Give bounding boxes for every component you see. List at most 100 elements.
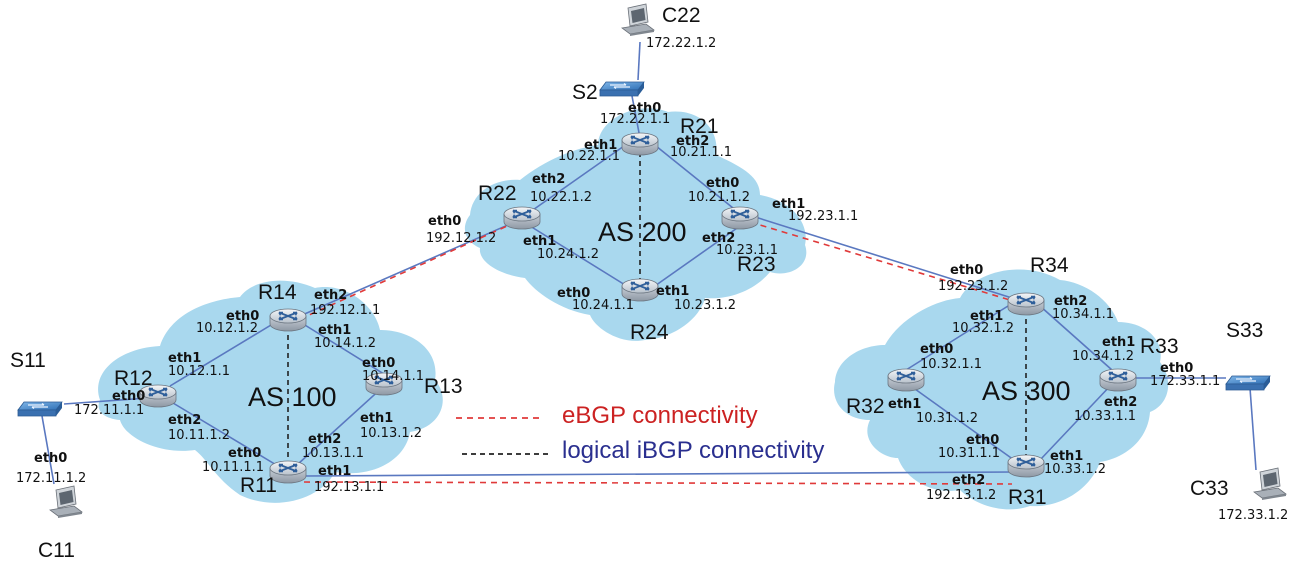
host-c11-label: C11 [38,539,75,562]
link-r22-r24 [529,225,631,289]
link-r34-r32 [905,305,1009,371]
router-r32-icon[interactable] [887,368,925,392]
host-c33-icon[interactable] [1253,467,1287,501]
router-r21-label: R21 [680,115,719,138]
host-c33-ip: 172.33.1.2 [1218,508,1289,523]
r23-eth2-ip: 10.23.1.1 [716,243,779,258]
switch-s2-icon[interactable] [599,81,645,97]
link-r21-r22 [529,145,625,213]
r32-eth0-if: eth0 [920,342,954,357]
r11-eth1-ip: 192.13.1.1 [314,480,385,495]
r21-eth1-ip: 10.22.1.1 [558,149,621,164]
r11-eth2-ip: 10.13.1.1 [302,446,365,461]
host-c22-icon[interactable] [621,3,655,37]
router-r34-icon[interactable] [1007,292,1045,316]
router-r34-label: R34 [1030,254,1069,277]
host-c22-ip: 172.22.1.2 [646,36,717,51]
r21-eth2-ip: 10.21.1.1 [670,145,733,160]
router-r33-icon[interactable] [1099,368,1137,392]
router-r21-icon[interactable] [621,132,659,156]
r14-eth2-if: eth2 [314,288,348,303]
legend-ebgp-label: eBGP connectivity [562,402,758,429]
router-r14-icon[interactable] [269,308,307,332]
r33-eth2-ip: 10.33.1.1 [1074,409,1137,424]
r13-eth0-ip: 10.14.1.1 [362,369,425,384]
router-r14-label: R14 [258,281,297,304]
link-s11-c11 [41,415,55,485]
r32-eth0-ip: 10.32.1.1 [920,357,983,372]
r22-eth0-if: eth0 [428,214,462,229]
r11-eth0-ip: 10.11.1.1 [202,460,265,475]
r31-eth2-if: eth2 [952,473,986,488]
r33-eth0-ip: 172.33.1.1 [1150,374,1221,389]
r24-eth1-if: eth1 [656,284,690,299]
link-s11-r12 [63,397,149,405]
r24-eth0-ip: 10.24.1.1 [572,298,635,313]
r14-eth0-if: eth0 [226,309,260,324]
router-r32-label: R32 [846,395,885,418]
host-c11-ip: 172.11.1.2 [16,471,87,486]
link-r21-r23 [655,145,739,213]
r14-eth1-if: eth1 [318,323,352,338]
r12-eth1-if: eth1 [168,351,202,366]
r31-eth0-if: eth0 [966,433,1000,448]
r33-eth0-if: eth0 [1160,361,1194,376]
r24-eth1-ip: 10.23.1.2 [674,298,737,313]
ebgp-r22-r14 [297,221,517,321]
link-r34-r33 [1039,305,1113,371]
router-r13-label: R13 [424,375,463,398]
as200-label: AS 200 [598,217,687,247]
r13-eth1-if: eth1 [360,411,394,426]
link-r32-r31 [907,383,1015,461]
router-r22-icon[interactable] [503,206,541,230]
r21-eth0-if: eth0 [628,101,662,116]
link-r23-r24 [651,225,741,289]
r23-eth2-if: eth2 [702,231,736,246]
as300-cloud [834,269,1169,510]
host-c11-icon[interactable] [49,485,83,519]
link-r11-r31 [305,471,1015,477]
router-r12-label: R12 [114,367,153,390]
as100-cloud [98,280,443,503]
switch-s11-icon[interactable] [17,401,63,417]
router-r11-label: R11 [240,474,277,497]
ebgp-r23-r34 [749,221,1011,301]
physical-links [41,41,1257,485]
switch-s33-label: S33 [1226,319,1264,342]
r21-eth1-if: eth1 [584,138,618,153]
r34-eth0-if: eth0 [950,263,984,278]
r23-eth0-if: eth0 [706,176,740,191]
r31-eth1-if: eth1 [1050,449,1084,464]
r12-eth0-ip: 172.11.1.1 [74,403,145,418]
r34-eth1-ip: 10.32.1.2 [952,321,1015,336]
link-r22-r14 [299,223,511,317]
link-r12-r11 [167,399,279,467]
r33-eth2-if: eth2 [1104,395,1138,410]
r12-eth1-ip: 10.12.1.1 [168,364,231,379]
router-r33-label: R33 [1140,335,1179,358]
r12-eth0-if: eth0 [112,389,146,404]
router-r31-icon[interactable] [1007,454,1045,478]
r23-eth1-if: eth1 [772,197,806,212]
r22-eth0-ip: 192.12.1.2 [426,231,497,246]
r34-eth2-ip: 10.34.1.1 [1052,307,1115,322]
router-r23-icon[interactable] [721,206,759,230]
switch-s2-label: S2 [572,81,598,104]
as200-cloud [464,108,807,341]
r11-eth2-if: eth2 [308,432,342,447]
r12-eth2-if: eth2 [168,413,202,428]
r34-eth2-if: eth2 [1054,294,1088,309]
r12-eth2-ip: 10.11.1.2 [168,428,231,443]
link-s2-r21 [631,95,641,139]
link-r13-r11 [297,385,385,465]
as100-label: AS 100 [248,382,337,412]
switch-s33-icon[interactable] [1225,375,1271,391]
r11-eth1-if: eth1 [318,464,352,479]
r22-eth2-if: eth2 [532,172,566,187]
ibgp-sessions [287,152,1027,460]
r21-eth0-ip: 172.22.1.1 [600,112,671,127]
r22-eth1-ip: 10.24.1.2 [537,247,600,262]
host-c22-label: C22 [662,4,701,27]
router-r31-label: R31 [1008,486,1047,509]
r31-eth0-ip: 10.31.1.1 [938,446,1001,461]
